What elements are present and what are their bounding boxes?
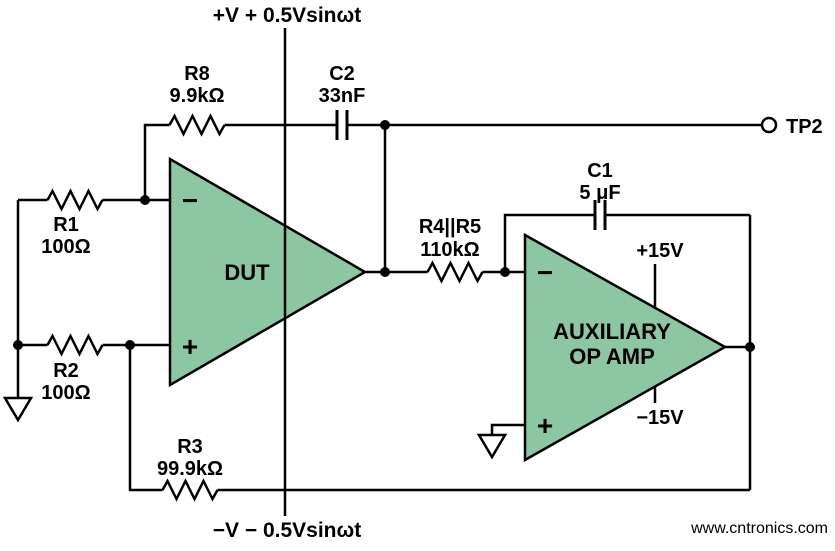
dut-noninverting-input-sign: + — [182, 331, 198, 362]
dut-opamp-triangle — [168, 156, 368, 388]
r8-branch-wire — [143, 123, 170, 200]
c1-value-label: 5 μF — [579, 182, 620, 204]
c2-name-label: C2 — [329, 63, 355, 85]
ground-symbol-aux — [476, 433, 508, 460]
r8-name-label: R8 — [184, 63, 210, 85]
junction-dot — [380, 120, 390, 130]
junction-dot — [745, 342, 755, 352]
r8-value-label: 9.9kΩ — [170, 85, 225, 107]
r3-name-label: R3 — [177, 436, 203, 458]
r3-value-label: 99.9kΩ — [157, 458, 223, 480]
aux-ground-wire — [490, 423, 525, 435]
r2-value-label: 100Ω — [41, 382, 90, 404]
watermark-text: www.cntronics.com — [690, 520, 828, 537]
r4r5-name-label: R4||R5 — [419, 216, 481, 238]
r1-value-label: 100Ω — [41, 236, 90, 258]
r2-name-label: R2 — [53, 360, 79, 382]
resistor-r8 — [168, 113, 226, 137]
aux-negative-supply-label: −15V — [636, 407, 684, 429]
r4r5-value-label: 110kΩ — [420, 239, 479, 261]
c1-name-label: C1 — [587, 160, 613, 182]
aux-inverting-input-sign: − — [537, 257, 553, 288]
dut-inverting-input-sign: − — [182, 185, 198, 216]
junction-dot — [125, 340, 135, 350]
aux-positive-supply-label: +15V — [636, 240, 684, 262]
resistor-r3 — [161, 478, 219, 502]
aux-label-line1: AUXILIARY — [553, 319, 671, 344]
resistor-r1 — [46, 188, 104, 212]
aux-noninverting-input-sign: + — [537, 410, 553, 441]
aux-label-line2: OP AMP — [569, 344, 655, 369]
junction-dot — [500, 267, 510, 277]
junction-dot — [13, 340, 23, 350]
supply-top-label: +V + 0.5Vsinωt — [213, 4, 361, 27]
supply-bottom-label: −V − 0.5Vsinωt — [213, 519, 361, 542]
resistor-r2 — [46, 333, 104, 357]
ground-symbol-left — [2, 396, 34, 423]
junction-dot — [140, 195, 150, 205]
aux-opamp-triangle — [523, 232, 728, 463]
r1-name-label: R1 — [53, 214, 79, 236]
tp2-terminal — [760, 116, 778, 134]
tp2-label: TP2 — [786, 116, 823, 138]
dut-label: DUT — [224, 260, 270, 285]
resistor-r4r5 — [426, 260, 484, 284]
c1-wire-left — [503, 213, 595, 272]
c2-value-label: 33nF — [319, 85, 366, 107]
junction-dot — [380, 267, 390, 277]
r3-branch-wire — [128, 345, 163, 492]
